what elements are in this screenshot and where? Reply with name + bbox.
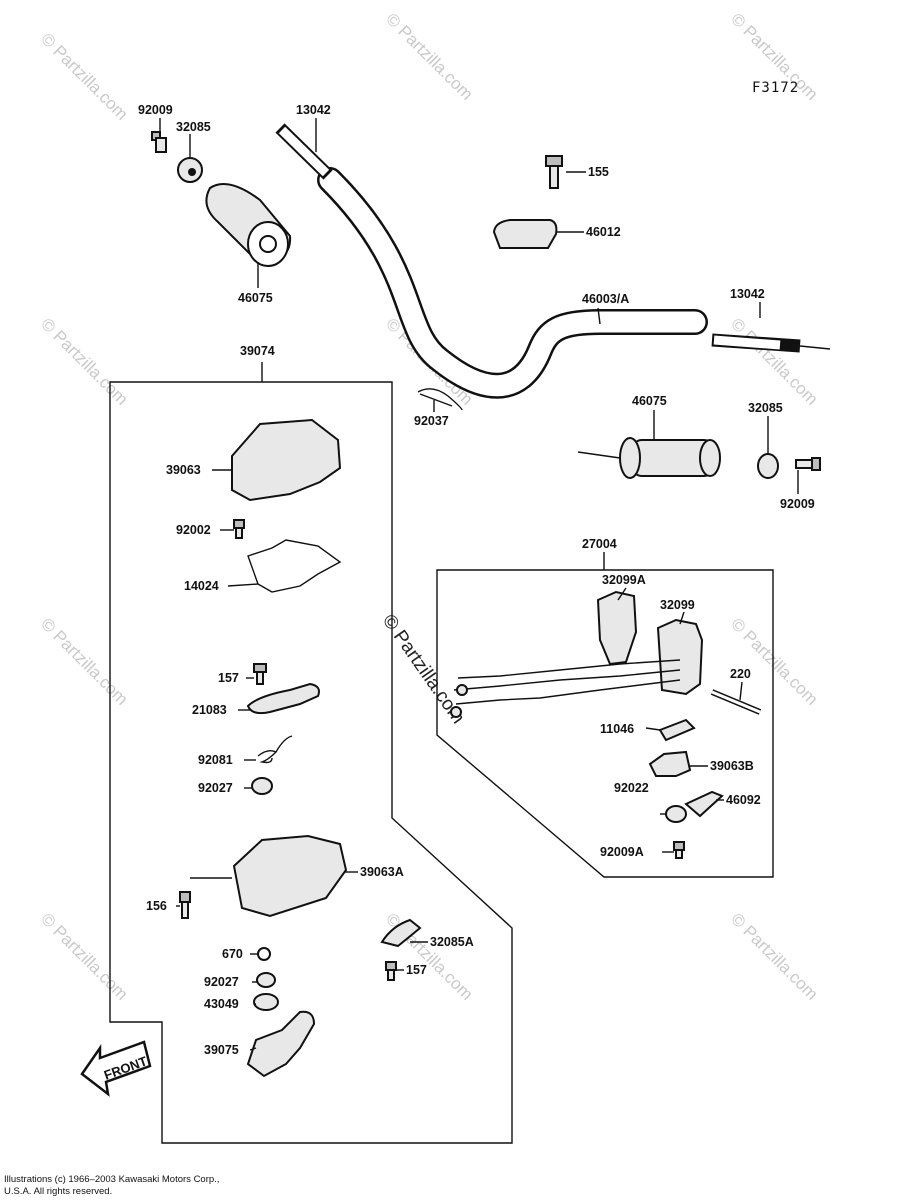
part-label: 156 bbox=[146, 899, 167, 913]
switch-housing-group-box bbox=[109, 381, 513, 1144]
front-arrow: FRONT bbox=[80, 1040, 152, 1097]
part-label: 39063 bbox=[166, 463, 201, 477]
handlebar bbox=[317, 167, 708, 399]
copyright-footer: Illustrations (c) 1966–2003 Kawasaki Mot… bbox=[4, 1174, 219, 1198]
case-half-32099 bbox=[656, 618, 704, 696]
part-label: 46012 bbox=[586, 225, 621, 239]
watermark-layer: © Partzilla.com © Partzilla.com © Partzi… bbox=[37, 9, 821, 1003]
part-label: 39063B bbox=[710, 759, 754, 773]
screw-157-top bbox=[253, 663, 267, 685]
part-label: 46075 bbox=[632, 394, 667, 408]
part-label: 32085 bbox=[176, 120, 211, 134]
bar-end-left bbox=[275, 123, 333, 180]
part-label: 46003/A bbox=[582, 292, 629, 306]
left-grip-screw bbox=[151, 131, 167, 153]
switch-housing-39063A bbox=[232, 834, 348, 918]
holder-bolt bbox=[545, 155, 563, 189]
part-label: 32085A bbox=[430, 935, 474, 949]
watermark: © Partzilla.com bbox=[727, 314, 821, 408]
cover-32085A bbox=[380, 918, 422, 948]
watermark: © Partzilla.com bbox=[37, 909, 131, 1003]
ring-43049 bbox=[253, 993, 279, 1011]
part-label: 39074 bbox=[240, 344, 275, 358]
part-label: 21083 bbox=[192, 703, 227, 717]
part-label: 32099A bbox=[602, 573, 646, 587]
part-label: 92027 bbox=[198, 781, 233, 795]
throttle-cable bbox=[450, 659, 681, 718]
washer-92022 bbox=[665, 805, 687, 823]
part-label: 92009 bbox=[138, 103, 173, 117]
clip-92037 bbox=[417, 388, 463, 411]
washer-92027-bottom bbox=[256, 972, 276, 988]
part-labels: 92009 32085 13042 155 46012 46075 46003/… bbox=[138, 103, 815, 1057]
screw-156 bbox=[179, 891, 191, 919]
copyright-line: Illustrations (c) 1966–2003 Kawasaki Mot… bbox=[4, 1174, 220, 1185]
handlebar-holder bbox=[492, 219, 558, 249]
watermark: © Partzilla.com bbox=[382, 909, 476, 1003]
part-label: 39075 bbox=[204, 1043, 239, 1057]
plate-11046 bbox=[658, 718, 696, 742]
part-label: 13042 bbox=[296, 103, 331, 117]
watermark: © Partzilla.com bbox=[727, 614, 821, 708]
part-label: 11046 bbox=[600, 722, 634, 736]
watermark: © Partzilla.com bbox=[382, 9, 476, 103]
cover-screw bbox=[233, 519, 245, 539]
figure-reference: F3172 bbox=[752, 80, 799, 96]
watermark: © Partzilla.com bbox=[727, 909, 821, 1003]
part-label: 43049 bbox=[204, 997, 239, 1011]
copyright-line: U.S.A. All rights reserved. bbox=[4, 1186, 113, 1197]
lever-46092 bbox=[684, 790, 724, 818]
part-label: 157 bbox=[406, 963, 427, 977]
spring-92081 bbox=[257, 735, 293, 764]
screw-220 bbox=[710, 689, 762, 715]
watermark: © Partzilla.com bbox=[37, 314, 131, 408]
throttle-case-group-box bbox=[436, 569, 774, 878]
right-grip-screw bbox=[795, 457, 821, 471]
part-label: 14024 bbox=[184, 579, 219, 593]
part-label: 27004 bbox=[582, 537, 617, 551]
part-label: 92081 bbox=[198, 753, 233, 767]
part-label: 46075 bbox=[238, 291, 273, 305]
part-label: 92027 bbox=[204, 975, 239, 989]
watermark: © Partzilla.com bbox=[37, 29, 131, 123]
part-label: 32099 bbox=[660, 598, 695, 612]
screw-157-bottom bbox=[385, 961, 397, 981]
part-label: 155 bbox=[588, 165, 609, 179]
left-grip-cap bbox=[177, 157, 203, 183]
part-label: 46092 bbox=[726, 793, 761, 807]
gasket bbox=[247, 539, 342, 593]
washer-92027-top bbox=[251, 777, 273, 795]
part-label: 92002 bbox=[176, 523, 211, 537]
part-label: 32085 bbox=[748, 401, 783, 415]
part-label: 220 bbox=[730, 667, 751, 681]
switch-cover bbox=[231, 418, 342, 502]
throttle-lever-39075 bbox=[246, 1010, 316, 1078]
part-label: 92009 bbox=[780, 497, 815, 511]
part-label: 39063A bbox=[360, 865, 404, 879]
part-label: 92022 bbox=[614, 781, 649, 795]
case-half-32099A bbox=[596, 590, 638, 666]
plate-39063B bbox=[648, 750, 692, 777]
right-grip-cap bbox=[757, 453, 779, 479]
watermark: © Partzilla.com bbox=[37, 614, 131, 708]
part-label: 92037 bbox=[414, 414, 449, 428]
part-label: 13042 bbox=[730, 287, 765, 301]
part-label: 92009A bbox=[600, 845, 644, 859]
part-label: 670 bbox=[222, 947, 243, 961]
leader-lines bbox=[159, 118, 799, 1051]
left-grip bbox=[205, 183, 292, 267]
o-ring-670 bbox=[257, 947, 271, 961]
right-grip bbox=[577, 437, 721, 479]
bar-end-right bbox=[711, 333, 831, 353]
plate-21083 bbox=[246, 682, 320, 715]
part-label: 157 bbox=[218, 671, 239, 685]
screw-92009A bbox=[673, 841, 685, 859]
